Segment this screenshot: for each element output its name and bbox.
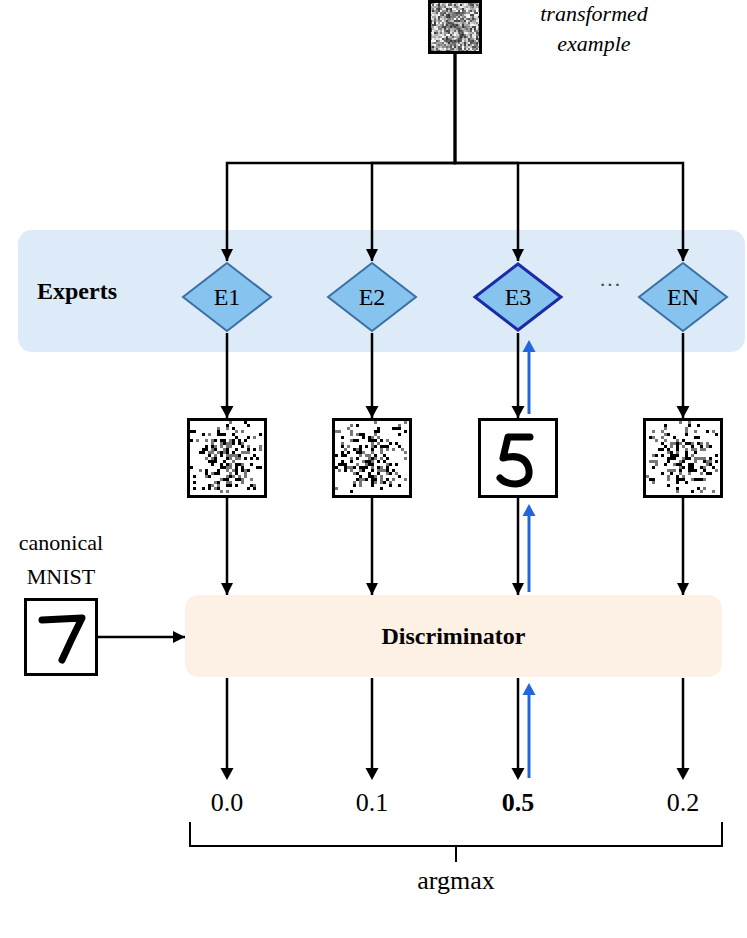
flow-arrow	[227, 54, 455, 261]
diamond-outline	[328, 263, 416, 331]
noisy-digit-image	[428, 0, 482, 54]
image-ground	[187, 418, 267, 498]
score-arrow	[371, 678, 374, 770]
image-ground	[24, 598, 98, 676]
image-ground	[428, 0, 482, 54]
expert-label: E2	[359, 284, 386, 311]
image-ground	[332, 418, 412, 498]
flow-arrow	[455, 54, 518, 261]
band-title: Discriminator	[382, 623, 526, 650]
gradient-line	[528, 348, 531, 414]
image-ground	[643, 418, 723, 498]
expert-output-image	[332, 406, 412, 780]
flow-arrow	[455, 54, 683, 261]
score-arrow	[682, 678, 685, 770]
arrow-head	[366, 406, 379, 418]
image-caption: transformed example	[519, 0, 669, 59]
score-value: 0.0	[211, 788, 244, 818]
arrow-head	[221, 406, 234, 418]
argmax-label: argmax	[417, 866, 495, 896]
band-title: Experts	[37, 278, 117, 305]
expert-diamond: E1	[181, 261, 273, 333]
flow-arrow	[226, 333, 229, 595]
diamond-outline	[639, 263, 727, 331]
arrow-head	[677, 768, 690, 780]
gradient-line	[528, 512, 531, 592]
expert-output-image	[643, 406, 723, 780]
mnist-digit-image	[24, 598, 98, 676]
arrow-head	[366, 768, 379, 780]
expert-label: EN	[667, 284, 699, 311]
diamond-outline	[475, 264, 561, 330]
diamond-outline	[183, 263, 271, 331]
gradient-head	[523, 683, 536, 695]
expert-label: E1	[214, 284, 241, 311]
flow-arrow	[371, 333, 374, 595]
expert-diamond: E2	[326, 261, 418, 333]
flow-arrow	[98, 636, 185, 639]
digit-five	[500, 437, 530, 484]
band-fill	[18, 230, 745, 352]
score-value: 0.1	[356, 788, 389, 818]
image-frame	[645, 420, 722, 497]
noise-texture	[646, 421, 718, 493]
gradient-line	[528, 691, 531, 778]
expert-output-image	[478, 406, 558, 780]
gradient-path	[523, 340, 536, 778]
noise-texture	[335, 421, 407, 493]
expert-diamond: EN	[637, 261, 729, 333]
score-arrow	[226, 678, 229, 770]
gradient-head	[523, 340, 536, 352]
argmax-bracket	[190, 822, 722, 862]
score-value: 0.2	[667, 788, 700, 818]
arrow-head	[677, 406, 690, 418]
input-image: transformed example	[428, 0, 482, 54]
gradient-head	[523, 504, 536, 516]
image-frame	[334, 420, 411, 497]
image-frame	[26, 600, 97, 675]
score-value: 0.5	[502, 788, 535, 818]
digit-seven	[42, 618, 82, 660]
noise-texture	[190, 421, 262, 493]
expert-label: E3	[505, 284, 532, 311]
faint-digit	[444, 14, 462, 42]
expert-output-image	[187, 406, 267, 780]
noise-texture	[428, 0, 482, 54]
band-fill	[185, 595, 722, 677]
discriminator-band: Discriminator	[185, 595, 722, 677]
arrow-head	[512, 406, 525, 418]
flow-arrow	[372, 54, 455, 261]
experts-band: Experts E1 E2 E3 EN	[18, 230, 745, 352]
image-ground	[478, 418, 558, 498]
image-frame	[189, 420, 266, 497]
image-frame	[480, 420, 557, 497]
score-arrow	[517, 678, 520, 770]
expert-diamond: E3	[472, 261, 564, 333]
ellipsis: ···	[599, 272, 621, 297]
image-frame	[430, 2, 481, 53]
image-caption: canonical MNIST	[2, 526, 120, 594]
mnist-image: canonical MNIST	[24, 598, 98, 676]
arrow-head	[512, 768, 525, 780]
arrow-head	[221, 768, 234, 780]
